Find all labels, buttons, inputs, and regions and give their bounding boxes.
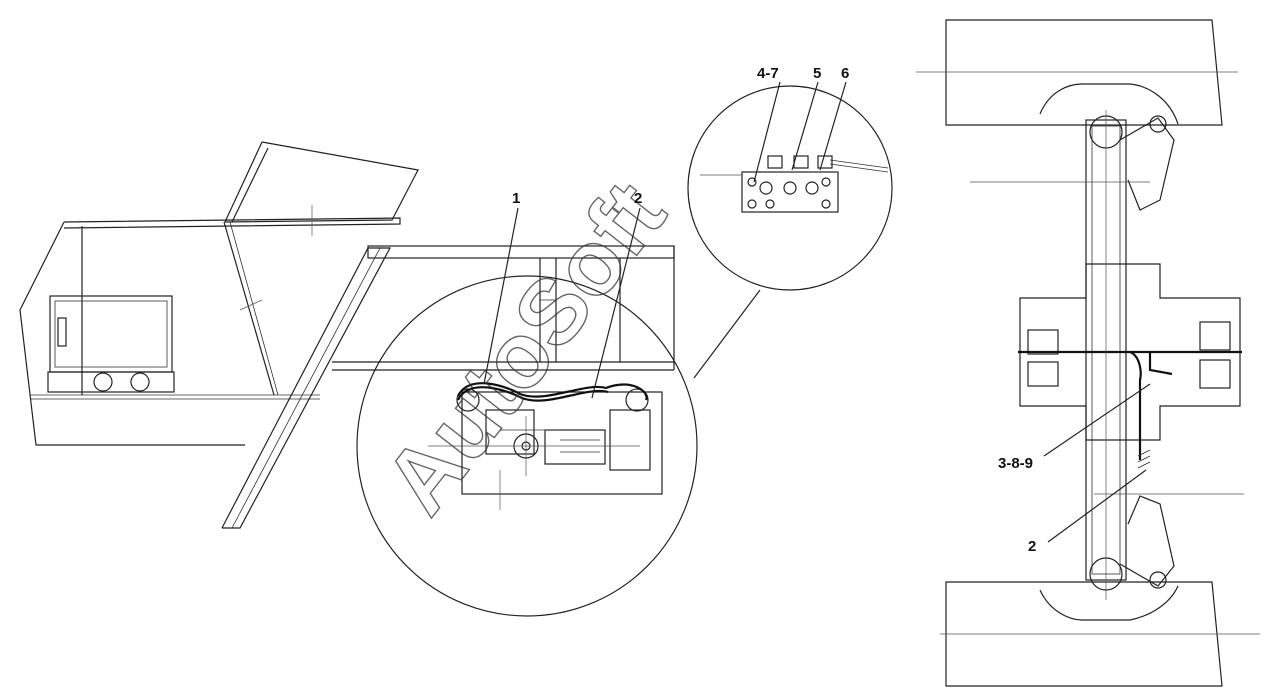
callout-2: 2 <box>634 190 643 207</box>
leader-3-8-9 <box>1043 383 1151 457</box>
chassis-frame <box>332 245 675 371</box>
callout-5: 5 <box>813 65 822 82</box>
callout-2-right: 2 <box>1028 538 1037 555</box>
callout-3-8-9: 3-8-9 <box>998 455 1034 472</box>
callout-6: 6 <box>841 65 850 82</box>
detail-circle-bottom <box>356 275 698 617</box>
leader-1 <box>483 207 519 385</box>
svg-text:AutoSoft: AutoSoft <box>365 164 684 533</box>
leader-2-right <box>1047 469 1147 543</box>
detail-circle-top <box>687 81 893 379</box>
callout-4-7: 4-7 <box>757 65 779 82</box>
callout-1: 1 <box>512 190 521 207</box>
watermark-logo: AutoSoft <box>365 163 686 533</box>
cab-side-view <box>19 141 419 529</box>
leader-2 <box>591 207 641 399</box>
axle-top-view <box>916 19 1260 687</box>
